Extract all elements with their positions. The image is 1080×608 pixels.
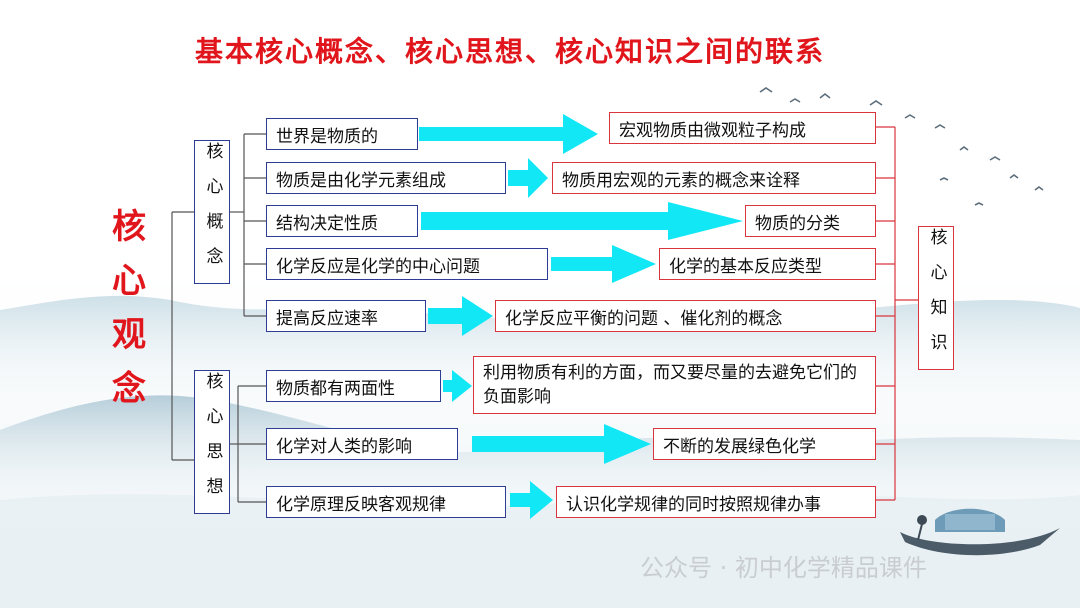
group-core-knowledge-label: 核心知识 (926, 228, 947, 368)
left-box-7: 化学对人类的影响 (266, 428, 458, 460)
mist-band (0, 492, 1080, 608)
right-box-4: 化学的基本反应类型 (659, 248, 876, 280)
right-box-8: 认识化学规律的同时按照规律办事 (556, 486, 876, 518)
right-box-5: 化学反应平衡的问题 、催化剂的概念 (495, 300, 876, 332)
group-core-concept-label: 核心概念 (202, 142, 223, 282)
group-core-thought-label: 核心思想 (202, 372, 223, 512)
right-box-2: 物质用宏观的元素的概念来诠释 (552, 162, 876, 194)
right-box-1: 宏观物质由微观粒子构成 (609, 112, 876, 144)
core-concept-main-label: 核心观念 (112, 207, 146, 409)
arrow-row-4 (551, 245, 656, 283)
boat-illustration (900, 508, 1060, 556)
group-core-thought: 核心思想 (194, 370, 230, 514)
tree-connectors (171, 133, 266, 503)
left-box-5: 提高反应速率 (266, 300, 426, 332)
right-bracket-connectors (876, 126, 918, 501)
group-core-concept: 核心概念 (194, 140, 230, 284)
watermark: 公众号 · 初中化学精品课件 (640, 554, 927, 582)
arrow-row-2 (508, 158, 548, 198)
arrow-row-7 (472, 424, 651, 464)
left-box-4: 化学反应是化学的中心问题 (266, 248, 548, 280)
group-core-knowledge: 核心知识 (918, 226, 954, 370)
left-box-1: 世界是物质的 (266, 118, 418, 150)
right-box-3: 物质的分类 (745, 205, 876, 237)
left-box-6: 物质都有两面性 (266, 370, 441, 402)
arrow-row-6 (443, 370, 472, 402)
left-box-8: 化学原理反映客观规律 (266, 486, 506, 518)
birds (759, 87, 1044, 206)
page-title: 基本核心概念、核心思想、核心知识之间的联系 (194, 35, 825, 68)
arrow-row-1 (419, 114, 598, 154)
arrow-row-8 (510, 481, 553, 519)
arrow-row-5 (428, 296, 493, 336)
left-box-2: 物质是由化学元素组成 (266, 162, 506, 194)
right-box-6: 利用物质有利的方面，而又要尽量的去避免它们的负面影响 (473, 356, 876, 414)
arrows (419, 114, 743, 519)
left-box-3: 结构决定性质 (266, 205, 418, 237)
arrow-row-3 (421, 202, 743, 240)
right-box-7: 不断的发展绿色化学 (653, 428, 876, 460)
